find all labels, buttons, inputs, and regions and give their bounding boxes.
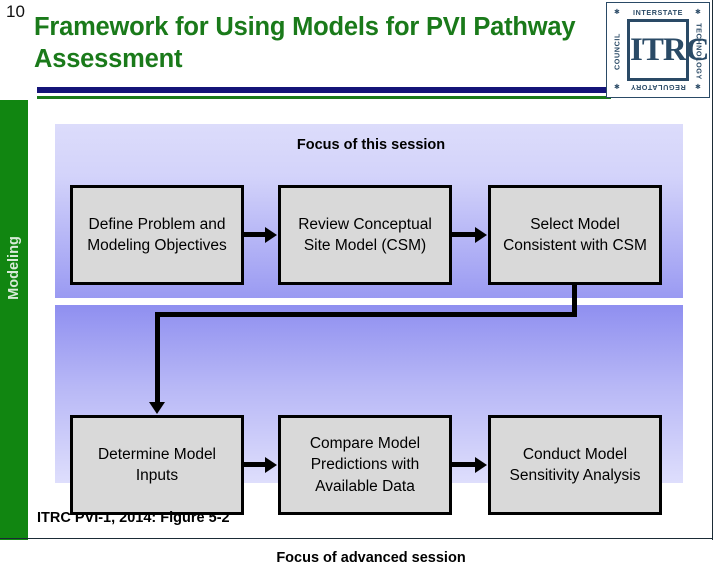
logo-word-interstate: INTERSTATE — [632, 8, 684, 17]
process-box-review-csm[interactable]: Review Conceptual Site Model (CSM) — [278, 185, 452, 285]
arrow-icon-compare-to-sensitivity — [452, 456, 487, 473]
arrow-icon-determine-to-compare — [244, 456, 277, 473]
header-rule-navy — [37, 87, 611, 93]
process-box-determine-inputs[interactable]: Determine Model Inputs — [70, 415, 244, 515]
slide-border-bottom — [0, 538, 713, 539]
connector-segment-horizontal — [155, 312, 577, 317]
process-box-define-problem[interactable]: Define Problem and Modeling Objectives — [70, 185, 244, 285]
arrow-icon-review-to-select — [452, 226, 487, 243]
logo-word-council: COUNCIL — [612, 33, 622, 70]
header-rule-green — [37, 96, 611, 99]
source-citation: ITRC PVI-1, 2014: Figure 5-2 — [37, 510, 230, 526]
star-icon-top-left: ✱ — [614, 9, 620, 16]
process-box-compare-model[interactable]: Compare Model Predictions with Available… — [278, 415, 452, 515]
sidebar-band: Modeling — [0, 100, 28, 540]
itrc-logo-inner: INTERSTATE TECHNOLOGY REGULATORY COUNCIL… — [607, 3, 710, 97]
framework-diagram: Focus of this session Define Problem and… — [0, 100, 712, 566]
slide-number: 10 — [6, 2, 25, 21]
page-title: Framework for Using Models for PVI Pathw… — [34, 13, 576, 73]
logo-acronym: ITRC — [627, 19, 710, 81]
star-icon-bottom-right: ✱ — [695, 84, 701, 91]
connector-segment-down-from-select — [572, 285, 577, 317]
connector-segment-down-to-determine — [155, 312, 160, 405]
logo-word-regulatory: REGULATORY — [630, 83, 686, 92]
slide-header: 10 Framework for Using Models for PVI Pa… — [0, 0, 720, 100]
caption-focus-advanced-session: Focus of advanced session — [276, 550, 466, 566]
itrc-logo: INTERSTATE TECHNOLOGY REGULATORY COUNCIL… — [606, 2, 710, 98]
star-icon-bottom-left: ✱ — [614, 84, 620, 91]
arrow-icon-define-to-review — [244, 226, 277, 243]
process-box-sensitivity-analysis[interactable]: Conduct Model Sensitivity Analysis — [488, 415, 662, 515]
caption-focus-this-session: Focus of this session — [296, 137, 446, 153]
slide-border-right — [712, 0, 713, 540]
process-box-select-model[interactable]: Select Model Consistent with CSM — [488, 185, 662, 285]
arrow-icon-connector-head — [149, 402, 165, 414]
star-icon-top-right: ✱ — [695, 9, 701, 16]
